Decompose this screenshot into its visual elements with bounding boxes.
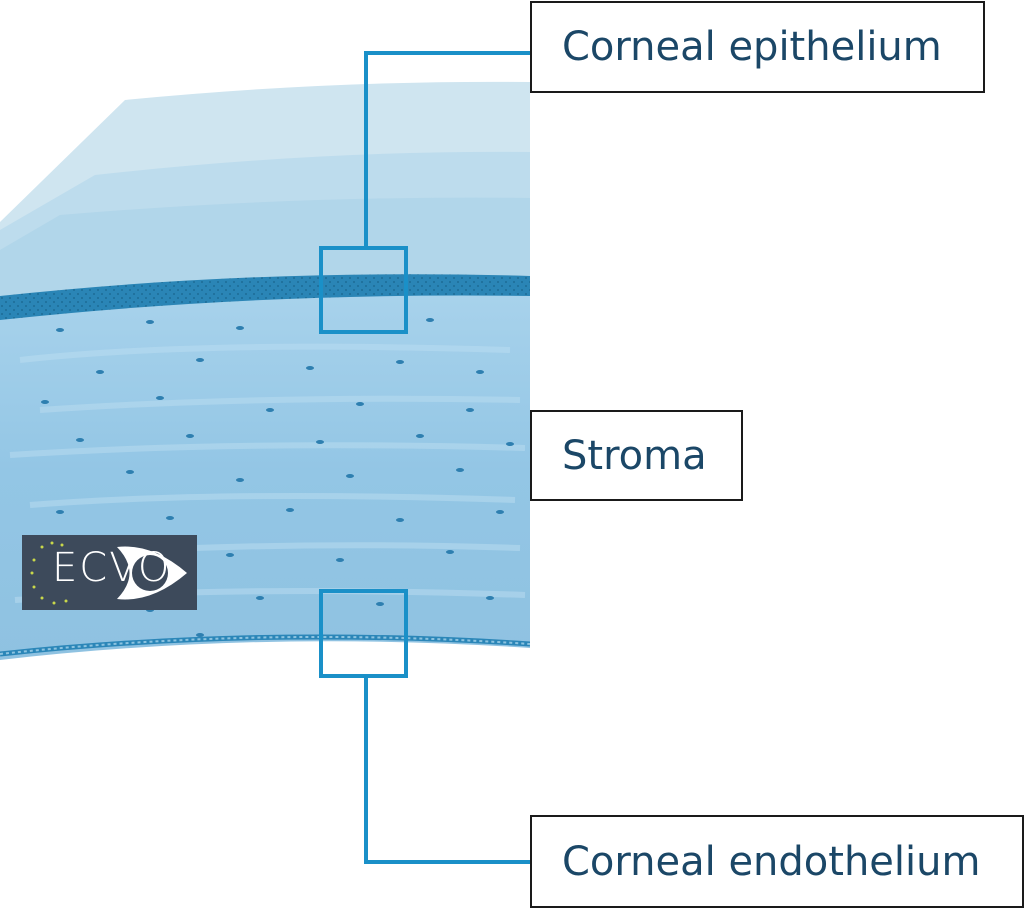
- label-stroma-text: Stroma: [562, 433, 707, 479]
- label-corneal-epithelium: Corneal epithelium: [530, 1, 985, 93]
- label-corneal-endothelium-text: Corneal endothelium: [562, 839, 980, 885]
- endothelium-leader-line: [366, 676, 530, 862]
- label-corneal-endothelium: Corneal endothelium: [530, 815, 1024, 908]
- label-stroma: Stroma: [530, 410, 743, 501]
- ecvo-logo: ECVO: [22, 535, 197, 610]
- label-corneal-epithelium-text: Corneal epithelium: [562, 24, 942, 70]
- logo-text: ECVO: [52, 545, 171, 591]
